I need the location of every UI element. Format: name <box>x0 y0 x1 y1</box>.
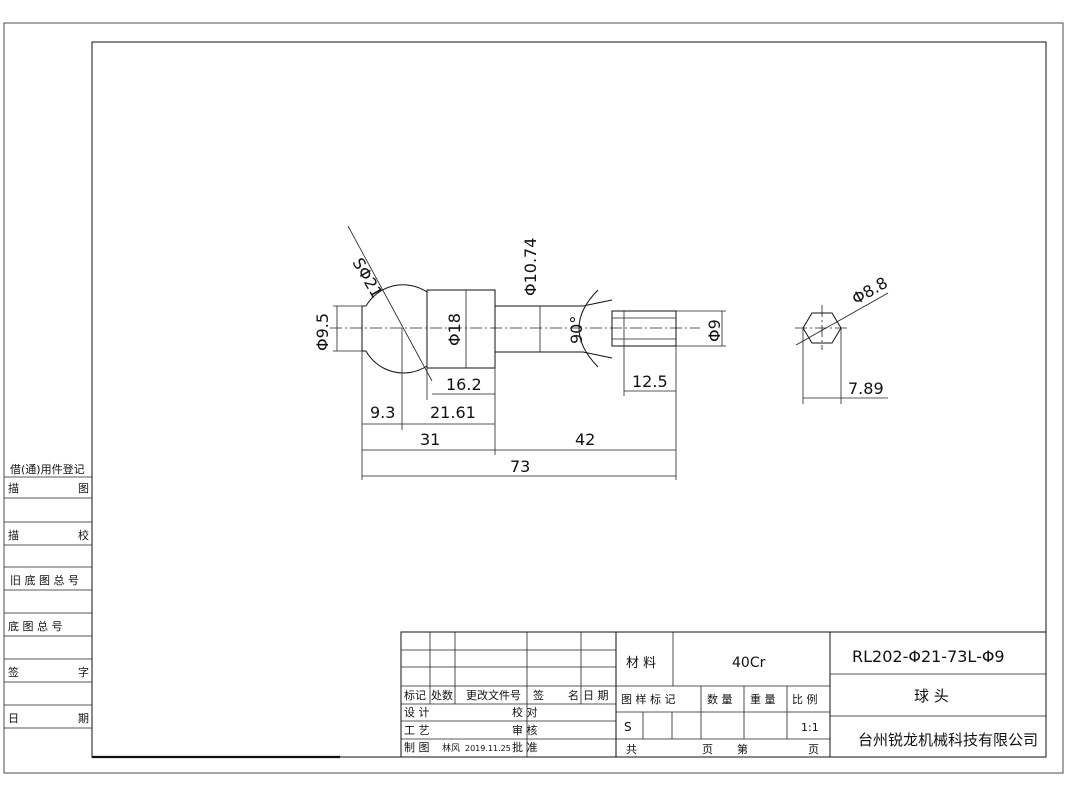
part-name: 球 头 <box>914 687 949 705</box>
rev-header-mark: 标记 <box>404 688 426 702</box>
sig-draw-date: 2019.11.25 <box>465 744 511 753</box>
chamfer-arc <box>578 289 599 368</box>
dim-7-89: 7.89 <box>848 379 884 398</box>
part-view: SΦ21 Φ9.5 Φ18 Φ10.74 90° Φ9 16.2 21.61 9… <box>313 225 726 480</box>
side-panel-title: 借(通)用件登记 <box>10 462 85 476</box>
stage-header-scale: 比 例 <box>792 692 818 706</box>
dim-16-2: 16.2 <box>446 375 482 394</box>
sphere-outline <box>365 284 428 374</box>
side-row-old-number: 旧 底 图 总 号 <box>10 573 79 587</box>
side-row-sign-left: 签 <box>8 665 19 679</box>
rev-header-date: 日 期 <box>583 689 609 702</box>
dim-12-5: 12.5 <box>632 372 668 391</box>
collar-diameter-label: Φ18 <box>445 313 464 346</box>
side-row-draw-right: 图 <box>78 482 89 495</box>
shaft-diameter-label: Φ10.74 <box>521 238 540 296</box>
sheet-total-label: 共 <box>626 743 637 756</box>
side-row-date-right: 期 <box>78 712 89 725</box>
side-panel: 借(通)用件登记 描 图 描 校 旧 底 图 总 号 底 图 总 号 签 字 日… <box>4 462 92 729</box>
sig-review: 审 核 <box>512 723 538 737</box>
dim-31: 31 <box>420 430 440 449</box>
dim-21-61: 21.61 <box>430 403 476 422</box>
scale-value: 1:1 <box>801 721 819 734</box>
sig-draw-name: 林风 <box>442 742 460 754</box>
sheet-no-page: 页 <box>808 743 819 756</box>
rev-header-count: 处数 <box>431 689 453 702</box>
dim-9-3: 9.3 <box>370 403 395 422</box>
dim-42: 42 <box>575 430 595 449</box>
tip <box>611 310 677 347</box>
hex-view: Φ8.8 7.89 <box>795 273 891 404</box>
side-row-sign-right: 字 <box>78 665 89 679</box>
sphere-leader <box>347 225 433 382</box>
side-row-date-left: 日 <box>8 712 19 725</box>
side-row-base-number: 底 图 总 号 <box>8 619 63 633</box>
stage-header-qty: 数 量 <box>707 693 733 706</box>
stage-header-weight: 重 量 <box>750 692 776 706</box>
neck-diameter-label: Φ9.5 <box>313 313 332 351</box>
side-row-check-left: 描 <box>8 528 19 542</box>
sig-draw: 制 图 <box>404 741 430 754</box>
title-block: 材 料 40Cr RL202-Φ21-73L-Φ9 球 头 台州锐龙机械科技有限… <box>400 631 1047 758</box>
company-name: 台州锐龙机械科技有限公司 <box>858 731 1038 749</box>
side-row-draw-left: 描 <box>8 481 19 495</box>
stage-value: S <box>624 720 632 734</box>
sphere-diameter-label: SΦ21 <box>349 255 387 302</box>
chamfer-angle-label: 90° <box>567 316 586 344</box>
stage-header-marks: 图 样 标 记 <box>621 692 676 706</box>
sig-approve: 批 准 <box>512 740 538 754</box>
collar <box>426 289 496 369</box>
side-row-check-right: 校 <box>78 528 89 542</box>
rev-header-doc: 更改文件号 <box>466 688 521 702</box>
tip-diameter-label: Φ9 <box>705 319 724 342</box>
sig-process: 工 艺 <box>404 724 430 737</box>
sheet-no-label: 第 <box>737 742 748 756</box>
drawing-number: RL202-Φ21-73L-Φ9 <box>852 647 1005 666</box>
rev-header-name: 名 <box>568 688 579 702</box>
material-value: 40Cr <box>732 655 766 671</box>
rev-header-sign: 签 <box>533 688 544 702</box>
sheet-total-page: 页 <box>702 743 713 756</box>
sig-proofread: 校 对 <box>512 705 538 719</box>
sig-design: 设 计 <box>404 706 430 719</box>
dim-73: 73 <box>510 457 530 476</box>
material-label: 材 料 <box>626 656 656 671</box>
outer-frame <box>3 22 1064 774</box>
